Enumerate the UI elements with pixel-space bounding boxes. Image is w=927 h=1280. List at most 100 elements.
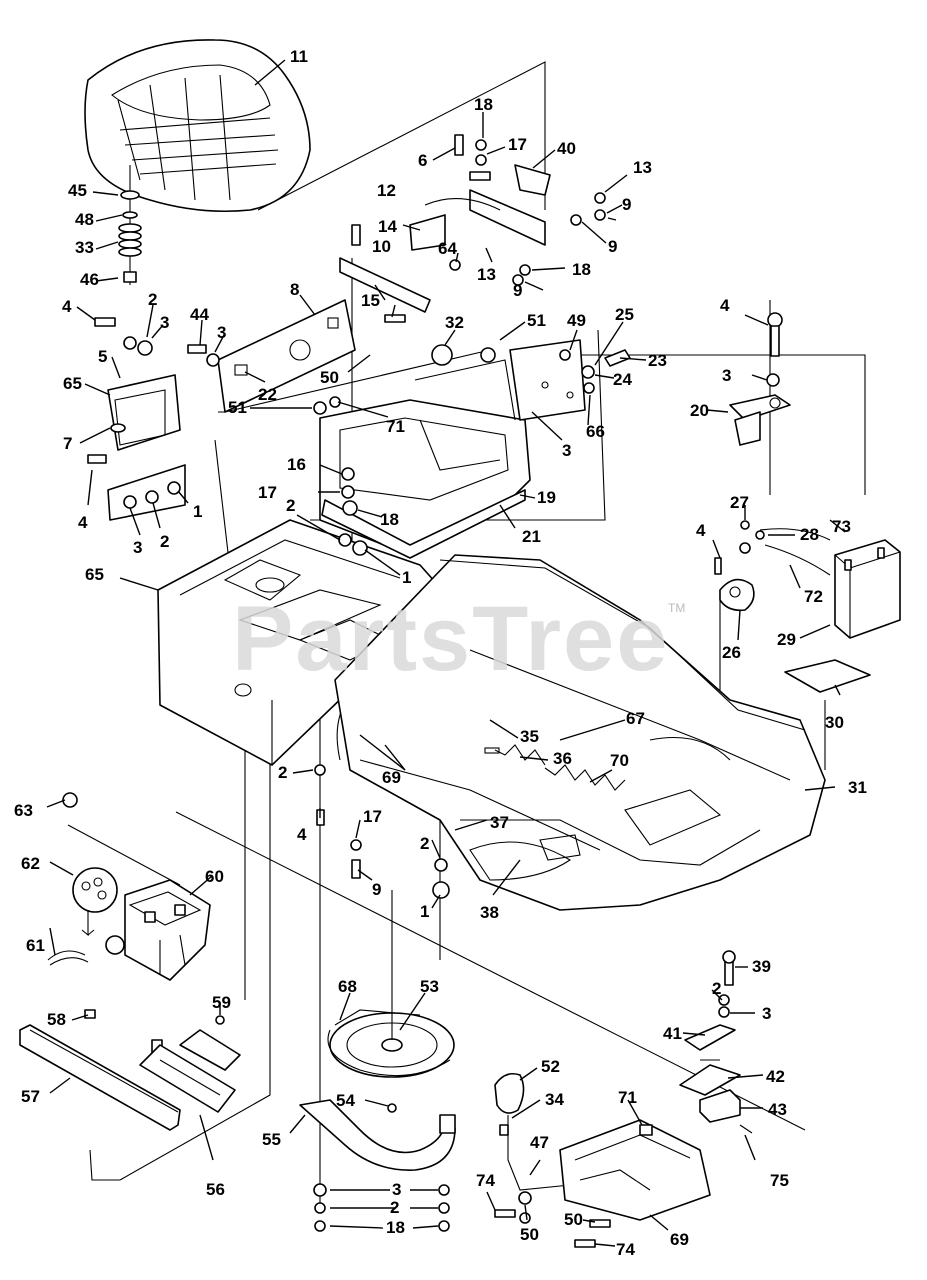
callout-label-4: 4 [78,513,88,532]
callout-label-49: 49 [567,311,586,330]
callout-label-21: 21 [522,527,541,546]
callout-label-45: 45 [68,181,87,200]
callout-label-18: 18 [386,1218,405,1237]
callout-label-2: 2 [420,834,429,853]
callout-label-2: 2 [286,496,295,515]
callout-label-17: 17 [508,135,527,154]
callout-label-43: 43 [768,1100,787,1119]
callout-label-55: 55 [262,1130,281,1149]
callout-label-5: 5 [98,347,107,366]
callout-label-15: 15 [361,291,380,310]
callout-label-42: 42 [766,1067,785,1086]
callout-label-65: 65 [63,374,82,393]
callout-label-51: 51 [527,311,546,330]
callout-label-1: 1 [420,902,429,921]
callout-label-30: 30 [825,713,844,732]
callout-label-3: 3 [722,366,731,385]
callout-label-3: 3 [160,313,169,332]
callout-label-4: 4 [720,296,730,315]
callout-label-66: 66 [586,422,605,441]
callout-label-19: 19 [537,488,556,507]
callout-label-2: 2 [160,532,169,551]
fender-deck [334,554,826,911]
callout-label-4: 4 [62,297,72,316]
callout-label-34: 34 [545,1090,564,1109]
callout-label-44: 44 [190,305,209,324]
callout-label-75: 75 [770,1171,789,1190]
callout-label-9: 9 [372,880,381,899]
shift-rod [47,950,89,966]
leader-lines [46,59,846,1247]
callout-label-2: 2 [390,1198,399,1217]
callout-label-36: 36 [553,749,572,768]
callout-label-63: 63 [14,801,33,820]
callout-label-2: 2 [148,290,157,309]
callout-label-65: 65 [85,565,104,584]
callout-label-71: 71 [386,417,405,436]
callout-label-73: 73 [832,517,851,536]
callout-label-29: 29 [777,630,796,649]
callout-label-71: 71 [618,1088,637,1107]
callout-label-3: 3 [762,1004,771,1023]
callout-label-8: 8 [290,280,299,299]
callout-label-14: 14 [378,217,397,236]
callout-label-10: 10 [372,237,391,256]
callout-label-69: 69 [670,1230,689,1249]
callout-label-60: 60 [205,867,224,886]
callout-label-54: 54 [336,1091,355,1110]
gear-detail [72,867,118,937]
callout-label-20: 20 [690,401,709,420]
callout-label-37: 37 [490,813,509,832]
dash-panel [509,339,586,421]
lower-panel [559,1119,711,1221]
callout-label-13: 13 [633,158,652,177]
transmission [105,879,211,1059]
callout-label-67: 67 [626,709,645,728]
hardware [62,134,783,1248]
idler-bracket [299,1099,456,1171]
callout-label-3: 3 [217,323,226,342]
solenoid [719,578,755,612]
callout-label-33: 33 [75,238,94,257]
callout-label-40: 40 [557,139,576,158]
callout-label-2: 2 [712,979,721,998]
callout-label-26: 26 [722,643,741,662]
watermark-trademark: TM [668,601,685,615]
callout-label-56: 56 [206,1180,225,1199]
callout-label-58: 58 [47,1010,66,1029]
callout-label-18: 18 [380,510,399,529]
callout-label-9: 9 [608,237,617,256]
callout-label-32: 32 [445,313,464,332]
callout-label-1: 1 [402,568,411,587]
callout-label-61: 61 [26,936,45,955]
callout-label-25: 25 [615,305,634,324]
callout-label-2: 2 [278,763,287,782]
callout-label-50: 50 [564,1210,583,1229]
callout-label-53: 53 [420,977,439,996]
callout-label-3: 3 [392,1180,401,1199]
callout-label-59: 59 [212,993,231,1012]
battery-mat [784,659,871,693]
angle-rail [19,1024,181,1131]
callout-label-18: 18 [572,260,591,279]
callout-label-9: 9 [513,281,522,300]
brake-links [679,1024,741,1123]
callout-label-24: 24 [613,370,632,389]
springs [484,744,626,791]
callout-label-17: 17 [258,483,277,502]
callout-label-12: 12 [377,181,396,200]
callout-label-64: 64 [438,239,457,258]
callout-label-41: 41 [663,1024,682,1043]
callout-label-69: 69 [382,768,401,787]
callout-label-50: 50 [520,1225,539,1244]
callout-label-1: 1 [193,502,202,521]
callout-label-72: 72 [804,587,823,606]
callout-label-22: 22 [258,385,277,404]
callout-label-3: 3 [562,441,571,460]
callout-label-46: 46 [80,270,99,289]
callout-label-18: 18 [474,95,493,114]
callout-label-11: 11 [290,47,308,66]
callout-label-35: 35 [520,727,539,746]
